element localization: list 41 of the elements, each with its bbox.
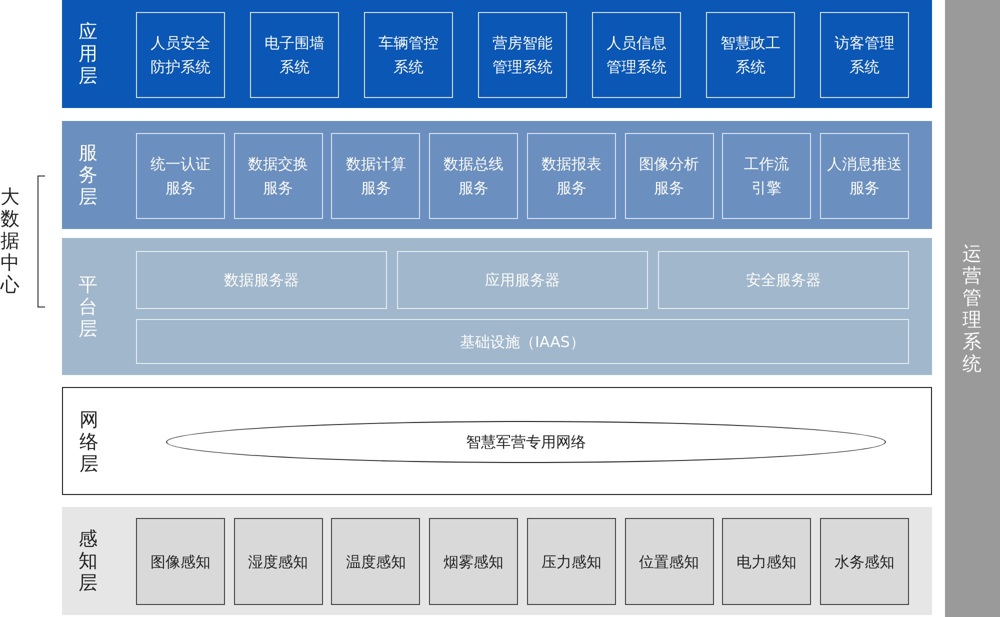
module-box: 图像分析服务 [624, 133, 714, 219]
module-box: 数据服务器 [136, 251, 387, 309]
network-ellipse: 智慧军营专用网络 [166, 421, 886, 463]
module-box: 应用服务器 [397, 251, 648, 309]
module-box: 智慧政工系统 [706, 12, 795, 98]
module-box: 统一认证服务 [136, 133, 225, 219]
module-box: 工作流引擎 [722, 133, 812, 219]
layer-title: 感知层 [78, 528, 98, 594]
module-box: 数据交换服务 [234, 133, 323, 219]
module-box: 人员信息管理系统 [592, 12, 681, 98]
module-box: 安全服务器 [658, 251, 909, 309]
layer-band [62, 121, 932, 229]
module-box: 人员安全防护系统 [136, 12, 225, 98]
module-box: 访客管理系统 [820, 12, 909, 98]
layer-title: 网络层 [79, 409, 99, 475]
module-box: 位置感知 [624, 518, 714, 605]
module-box: 车辆管控系统 [364, 12, 453, 98]
module-box: 人消息推送服务 [820, 133, 909, 219]
module-box: 温度感知 [331, 518, 420, 605]
layer-band [62, 238, 932, 375]
layer-title: 平台层 [78, 274, 98, 340]
module-box: 烟雾感知 [429, 518, 518, 605]
module-box: 水务感知 [820, 518, 909, 605]
module-box: 图像感知 [136, 518, 225, 605]
panel-title: 运营管理系统 [962, 242, 982, 374]
layer-title: 应用层 [78, 21, 98, 87]
module-box: 营房智能管理系统 [478, 12, 567, 98]
module-box: 数据总线服务 [429, 133, 518, 219]
layer-band [62, 0, 932, 108]
layer-title: 服务层 [78, 142, 98, 208]
module-box: 压力感知 [526, 518, 616, 605]
module-box: 电子围墙系统 [250, 12, 339, 98]
module-box: 基础设施（IAAS） [136, 319, 909, 364]
module-box: 电力感知 [722, 518, 812, 605]
group-label: 大数据中心 [0, 186, 20, 296]
layer-band [62, 507, 932, 615]
module-box: 数据报表服务 [526, 133, 616, 219]
module-box: 数据计算服务 [331, 133, 420, 219]
side-panel [945, 0, 1000, 617]
module-box: 湿度感知 [234, 518, 323, 605]
layer-band [62, 387, 932, 495]
